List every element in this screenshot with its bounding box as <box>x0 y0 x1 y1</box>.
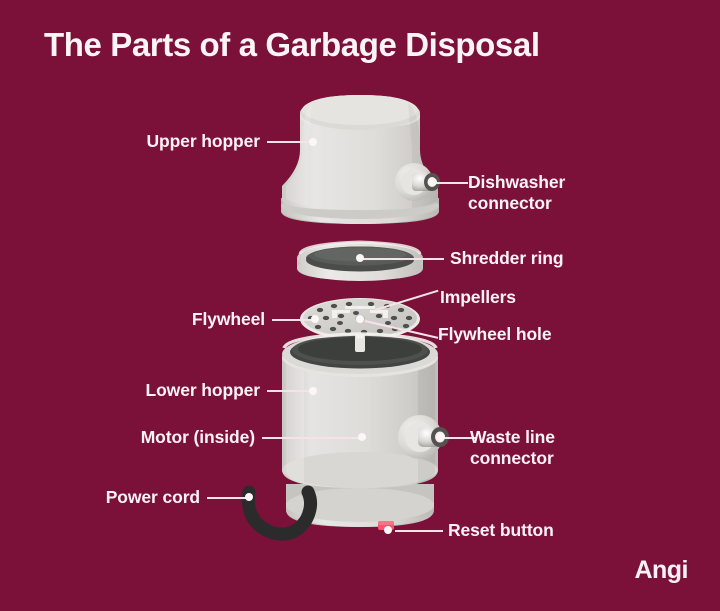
anchor-shredder-ring <box>356 254 364 262</box>
label-flywheel-hole: Flywheel hole <box>438 324 552 344</box>
anchor-flywheel-hole <box>356 315 364 323</box>
leader-upper-hopper <box>267 141 312 143</box>
leader-reset-button <box>395 530 443 532</box>
anchor-flywheel <box>311 315 319 323</box>
leader-dishwasher-connector <box>436 182 468 184</box>
leader-shredder-ring <box>362 258 444 260</box>
leader-flywheel <box>272 319 316 321</box>
impeller-blades <box>332 306 388 318</box>
label-impellers: Impellers <box>440 287 516 307</box>
anchor-waste-line-connector <box>437 433 445 441</box>
part-waste-line-connector <box>398 415 449 459</box>
label-reset-button: Reset button <box>448 520 554 540</box>
label-flywheel: Flywheel <box>191 309 265 329</box>
label-power-cord: Power cord <box>105 487 200 507</box>
leader-lower-hopper <box>267 390 312 392</box>
part-upper-hopper <box>281 95 439 224</box>
anchor-dishwasher-connector <box>429 178 437 186</box>
label-lower-hopper: Lower hopper <box>145 380 261 400</box>
label-upper-hopper: Upper hopper <box>146 131 260 151</box>
leader-motor-inside <box>262 437 366 439</box>
anchor-power-cord <box>245 493 253 501</box>
leader-power-cord <box>207 497 252 499</box>
anchor-lower-hopper <box>309 387 317 395</box>
anchor-reset-button <box>384 526 392 534</box>
label-shredder-ring: Shredder ring <box>450 248 564 268</box>
anchor-upper-hopper <box>309 138 317 146</box>
brand-logo: Angi <box>634 556 688 584</box>
part-power-cord <box>241 485 318 541</box>
label-motor-inside: Motor (inside) <box>140 427 255 447</box>
leader-waste-line-connector <box>444 437 476 439</box>
anchor-motor-inside <box>358 433 366 441</box>
page-title: The Parts of a Garbage Disposal <box>44 26 540 63</box>
label-waste-line-connector: Waste line connector <box>470 427 555 468</box>
label-dishwasher-connector: Dishwasher connector <box>468 172 566 213</box>
